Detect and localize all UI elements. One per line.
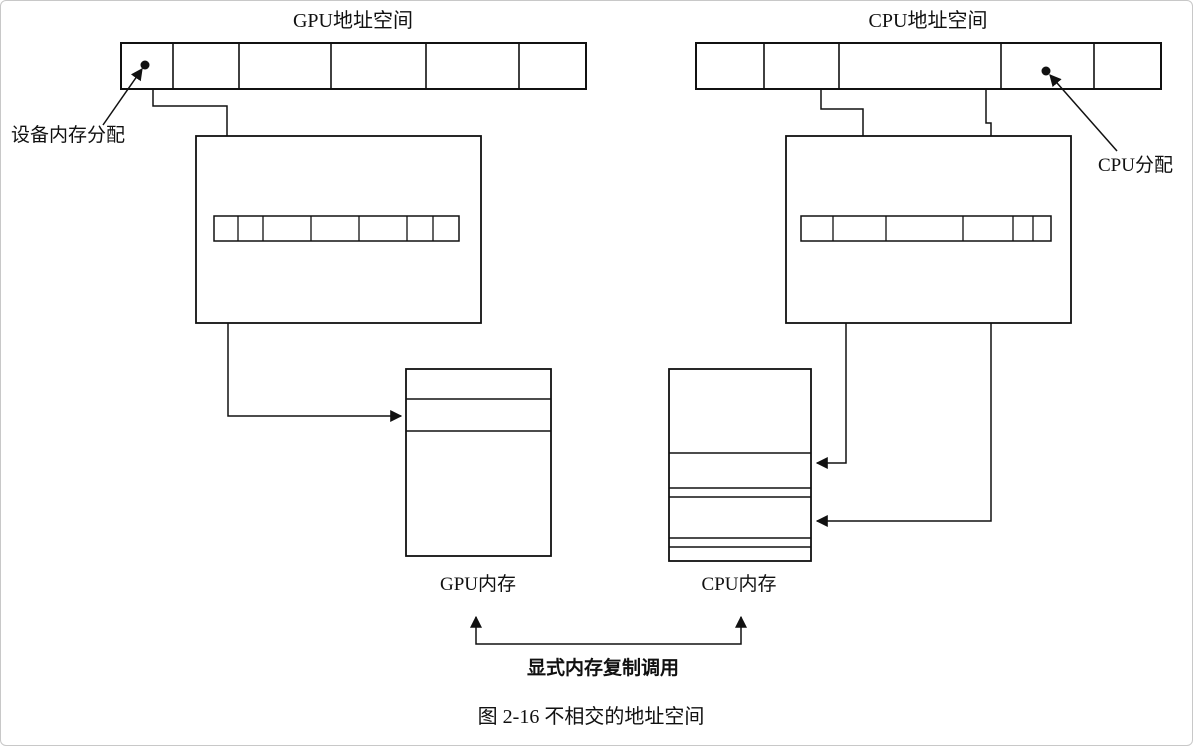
- cpu-inner-bar-cell-dividers: [832, 216, 1034, 241]
- gpu-inner-bar-cell-dividers: [237, 216, 434, 241]
- explicit-copy-double-arrow: [470, 615, 747, 645]
- gpu-address-space-label: GPU地址空间: [293, 9, 413, 32]
- gpu-bar-cell-dividers: [172, 43, 520, 89]
- explicit-memory-copy-label: 显式内存复制调用: [527, 656, 679, 679]
- cpu-address-space-bar: [695, 42, 1162, 90]
- cpu-memory-label: CPU内存: [702, 573, 777, 595]
- gpu-memory-segment-lines: [406, 398, 551, 432]
- gpu-memory-box: [405, 368, 552, 557]
- device-allocation-pointer-arrow: [102, 68, 143, 126]
- cpu-memory-box: [668, 368, 812, 562]
- cpu-box-to-cpu-memory-arrow-1: [815, 323, 847, 469]
- figure-caption: 图 2-16 不相交的地址空间: [478, 705, 705, 728]
- cpu-allocation-dot: [1041, 66, 1051, 76]
- gpu-inner-memory-bar: [213, 215, 460, 242]
- cpu-bar-cell-dividers: [763, 43, 1095, 89]
- cpu-inner-memory-bar: [800, 215, 1052, 242]
- gpu-box-to-gpu-memory-arrow: [227, 323, 403, 422]
- gpu-allocation-dot: [140, 60, 150, 70]
- gpu-address-space-bar: [120, 42, 587, 90]
- cpu-memory-segment-lines: [669, 452, 811, 548]
- gpu-memory-label: GPU内存: [440, 573, 516, 595]
- cpu-box-to-cpu-memory-arrow-2: [815, 323, 992, 527]
- cpu-allocation-label: CPU分配: [1098, 154, 1173, 176]
- cpu-address-space-label: CPU地址空间: [869, 9, 988, 32]
- device-memory-allocation-label: 设备内存分配: [11, 124, 125, 146]
- cpu-allocation-pointer-arrow: [1049, 74, 1118, 152]
